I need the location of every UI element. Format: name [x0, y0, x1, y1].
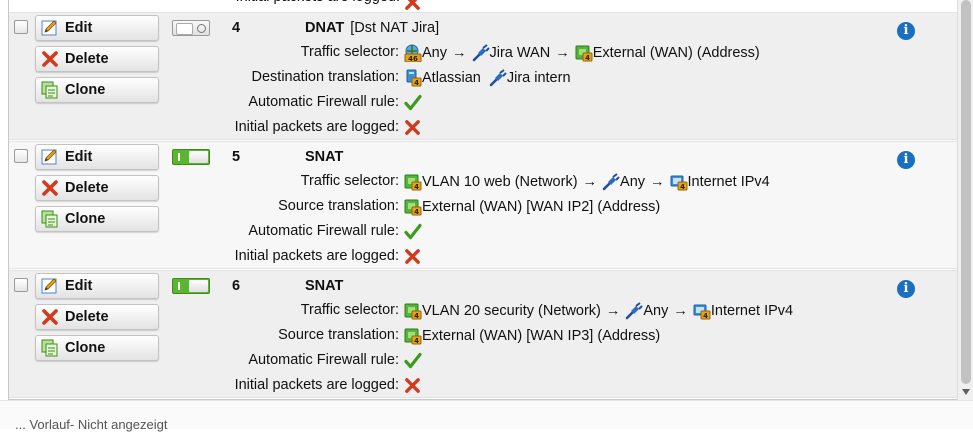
rule-select-checkbox[interactable]: [14, 20, 28, 34]
rule-type: DNAT[Dst NAT Jira]: [305, 20, 440, 36]
traffic-service[interactable]: Any: [625, 302, 668, 320]
traffic-service[interactable]: Jira WAN: [472, 44, 550, 62]
green-network-icon: [404, 302, 422, 320]
traffic-selector-row: Traffic selector: Any → Jira WAN → Exter…: [300, 44, 760, 62]
arrow: →: [650, 174, 665, 190]
rule-description: [Dst NAT Jira]: [350, 20, 440, 36]
delete-button[interactable]: Delete: [35, 175, 159, 201]
translation-row: Source translation: External (WAN) [WAN …: [278, 198, 661, 216]
clone-button[interactable]: Clone: [35, 77, 159, 103]
red-x-icon: [404, 0, 421, 10]
previous-rule-sliver: Initial packets are logged:: [9, 0, 958, 10]
rule-select-checkbox[interactable]: [14, 149, 28, 163]
translation-host[interactable]: Atlassian: [404, 69, 481, 87]
green-network-icon: [404, 173, 422, 191]
rule-type: SNAT: [305, 149, 344, 165]
translation-row: Destination translation: Atlassian Jira …: [251, 69, 571, 87]
blue-plug-icon: [472, 44, 490, 62]
initial-packets-row: Initial packets are logged:: [9, 119, 909, 139]
footer-text: ... Vorlauf- Nicht angezeigt: [15, 417, 168, 432]
translation-row: Source translation: External (WAN) [WAN …: [278, 327, 661, 345]
red-x-icon: [404, 248, 421, 265]
auto-firewall-row: Automatic Firewall rule:: [9, 223, 909, 243]
traffic-selector-row: Traffic selector: VLAN 20 security (Netw…: [300, 302, 794, 320]
nat-rule-6: Edit Delete Clone 6 SNAT i Traffic selec…: [9, 270, 958, 398]
info-icon[interactable]: i: [897, 22, 915, 40]
blue-plug-icon: [602, 173, 620, 191]
scrollbar-thumb[interactable]: [961, 0, 971, 384]
clone-button[interactable]: Clone: [35, 335, 159, 361]
translation-address[interactable]: External (WAN) [WAN IP3] (Address): [404, 327, 660, 345]
blue-plug-icon: [625, 302, 643, 320]
host-icon: [404, 69, 422, 87]
initial-packets-row: Initial packets are logged:: [9, 377, 909, 397]
rule-number: 5: [232, 149, 241, 165]
pencil-icon: [41, 19, 59, 37]
green-ipv4-address-icon: [404, 198, 422, 216]
nat-rule-5: Edit Delete Clone 5 SNAT i Traffic selec…: [9, 141, 958, 269]
traffic-source[interactable]: VLAN 10 web (Network): [404, 173, 578, 191]
green-check-icon: [404, 94, 422, 112]
traffic-destination[interactable]: Internet IPv4: [693, 302, 793, 320]
footer-bar: ... Vorlauf- Nicht angezeigt: [0, 400, 973, 432]
arrow: →: [452, 45, 467, 61]
clone-button[interactable]: Clone: [35, 206, 159, 232]
internet-ipv4-icon: [693, 302, 711, 320]
delete-button[interactable]: Delete: [35, 46, 159, 72]
auto-firewall-row: Automatic Firewall rule:: [9, 94, 909, 114]
rule-enable-toggle[interactable]: [172, 20, 210, 36]
red-x-icon: [404, 119, 421, 136]
edit-button[interactable]: Edit: [35, 273, 159, 299]
traffic-destination[interactable]: External (WAN) (Address): [575, 44, 760, 62]
green-ipv4-address-icon: [575, 44, 593, 62]
green-ipv4-address-icon: [404, 327, 422, 345]
arrow: →: [582, 174, 598, 190]
arrow: →: [605, 303, 621, 319]
info-icon[interactable]: i: [897, 151, 915, 169]
any-network-icon: [404, 44, 422, 62]
traffic-source[interactable]: Any: [404, 44, 447, 62]
nat-rules-list: Initial packets are logged: Edit Delete …: [8, 0, 959, 400]
rule-enable-toggle[interactable]: [172, 278, 210, 294]
initial-packets-row: Initial packets are logged:: [9, 248, 909, 268]
green-check-icon: [404, 352, 422, 370]
rule-number: 4: [232, 20, 241, 36]
arrow: →: [555, 45, 570, 61]
internet-ipv4-icon: [670, 173, 688, 191]
translation-address[interactable]: External (WAN) [WAN IP2] (Address): [404, 198, 660, 216]
vertical-scrollbar[interactable]: [957, 0, 973, 400]
red-x-icon: [404, 377, 421, 394]
arrow: →: [673, 303, 688, 319]
info-icon[interactable]: i: [897, 280, 915, 298]
traffic-service[interactable]: Any: [602, 173, 645, 191]
blue-plug-icon: [489, 69, 507, 87]
edit-button[interactable]: Edit: [35, 15, 159, 41]
initial-packets-label: Initial packets are logged:: [236, 0, 400, 5]
rule-select-checkbox[interactable]: [14, 278, 28, 292]
rule-number: 6: [232, 278, 241, 294]
rule-type: SNAT: [305, 278, 344, 294]
scroll-down-arrow-icon[interactable]: [962, 389, 970, 395]
nat-rule-4: Edit Delete Clone 4 DNAT[Dst NAT Jira] i…: [9, 12, 958, 140]
traffic-destination[interactable]: Internet IPv4: [670, 173, 770, 191]
translation-service[interactable]: Jira intern: [489, 69, 571, 87]
traffic-source[interactable]: VLAN 20 security (Network): [404, 302, 601, 320]
green-check-icon: [404, 223, 422, 241]
pencil-icon: [41, 148, 59, 166]
delete-button[interactable]: Delete: [35, 304, 159, 330]
edit-button[interactable]: Edit: [35, 144, 159, 170]
rule-enable-toggle[interactable]: [172, 149, 210, 165]
auto-firewall-row: Automatic Firewall rule:: [9, 352, 909, 372]
traffic-selector-row: Traffic selector: VLAN 10 web (Network) …: [300, 173, 770, 191]
pencil-icon: [41, 277, 59, 295]
